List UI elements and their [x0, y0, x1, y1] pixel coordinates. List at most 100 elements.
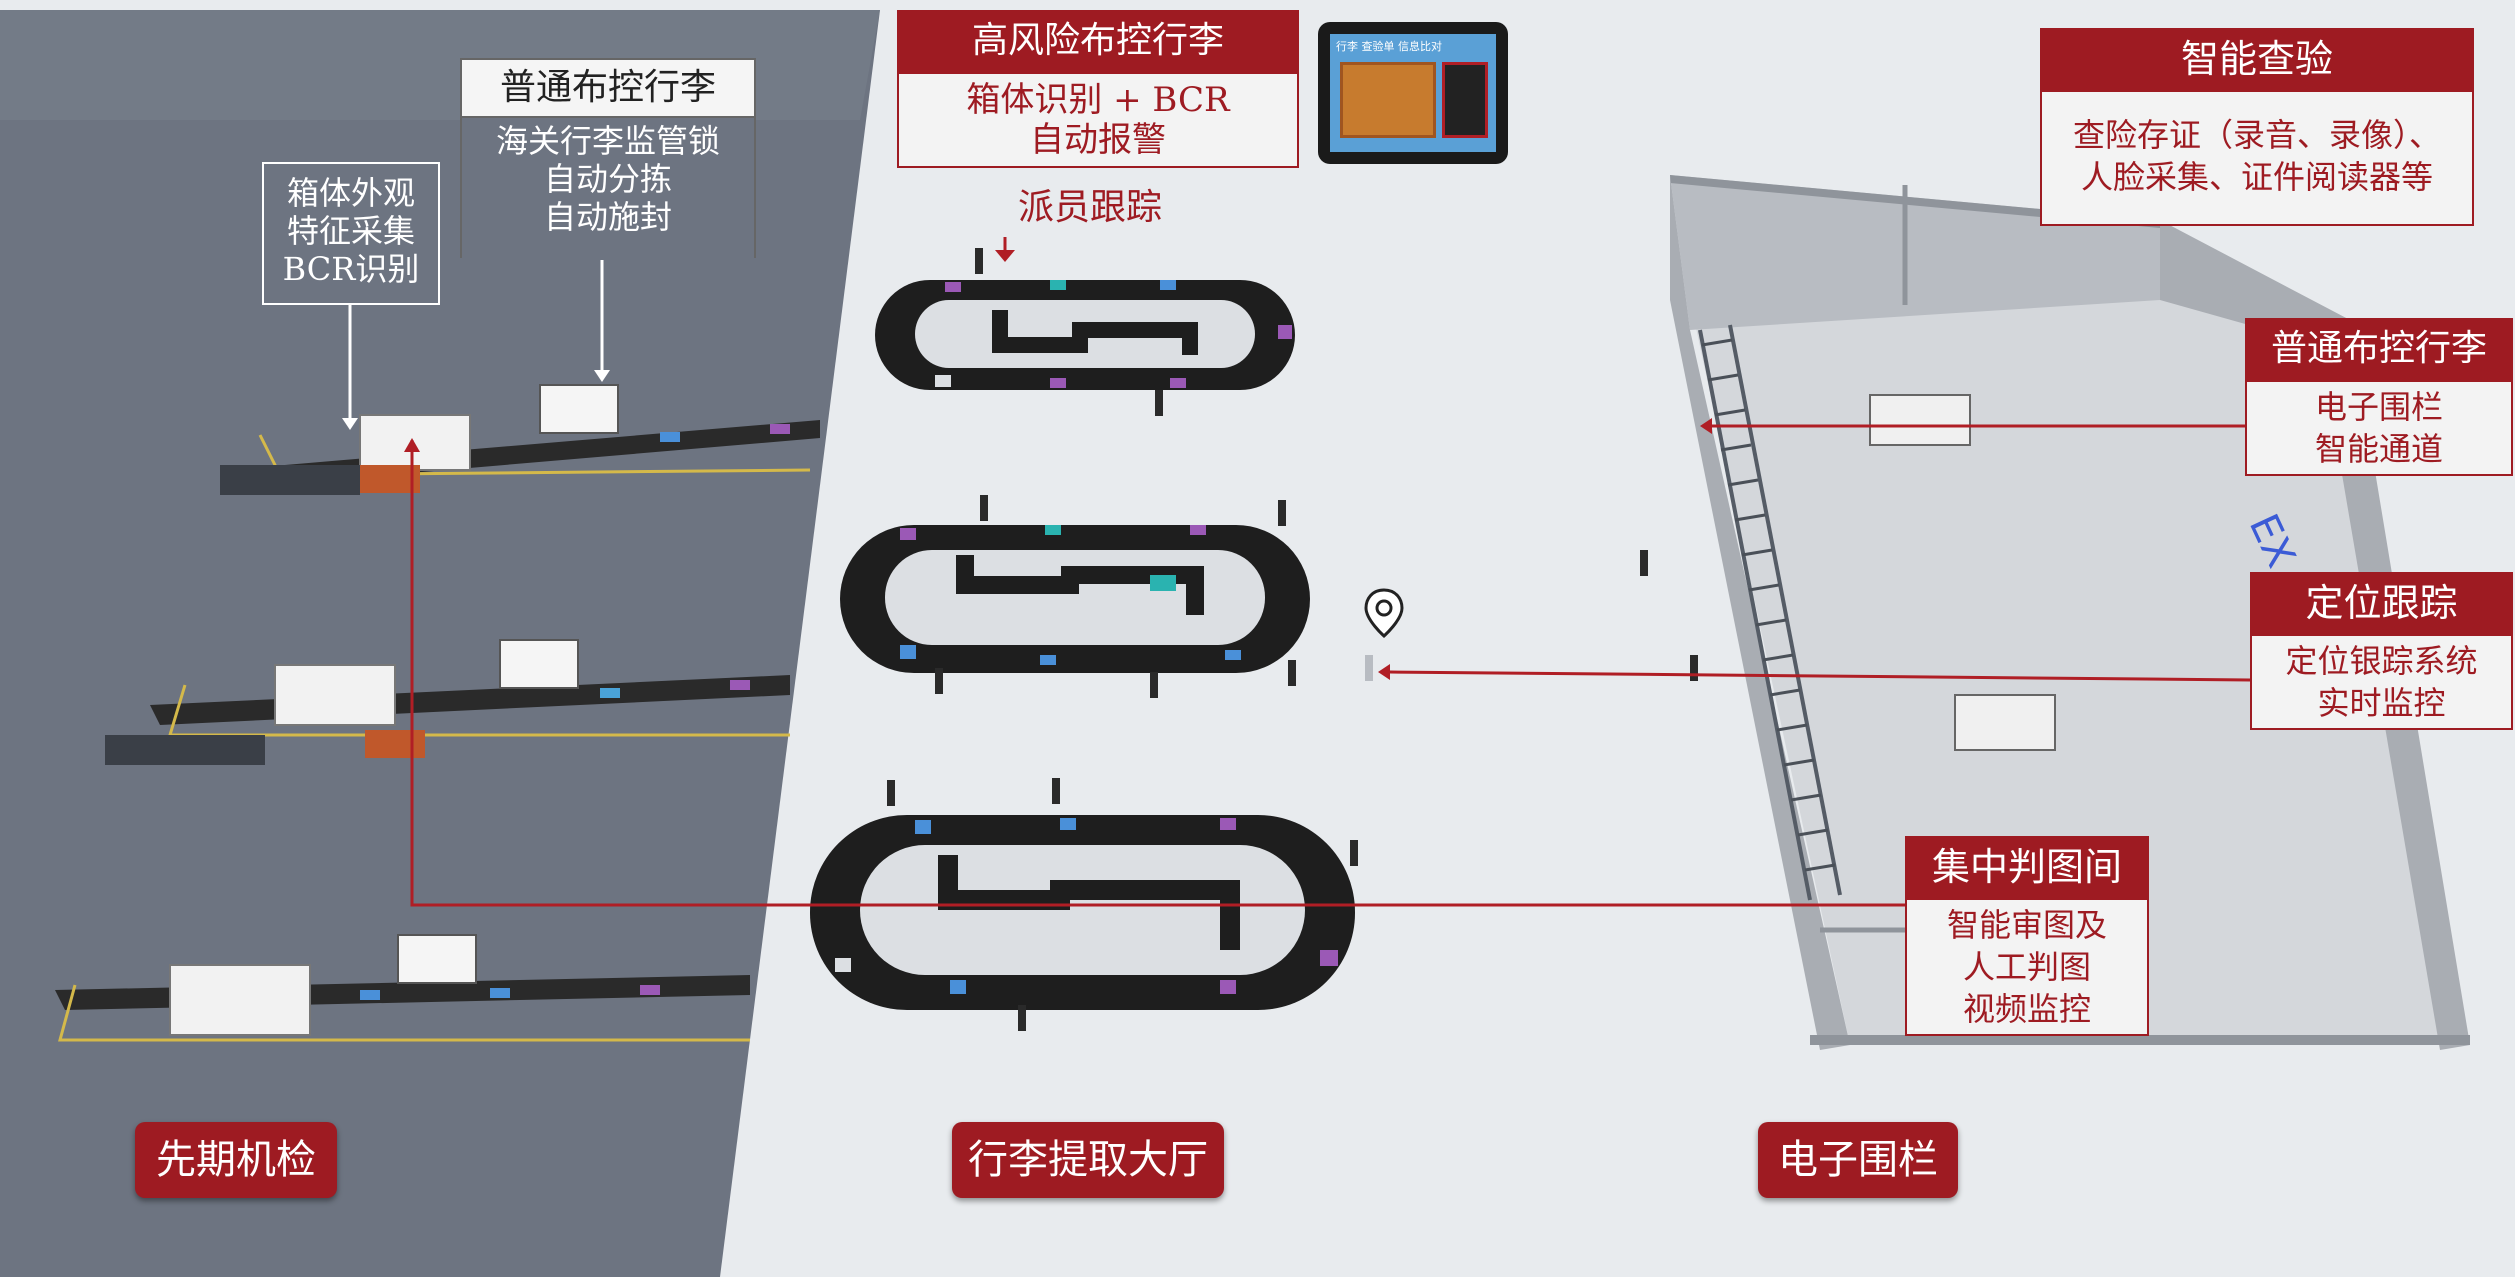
positioning-title: 定位跟踪 — [2250, 572, 2513, 634]
normal-right-detail: 电子围栏 智能通道 — [2245, 380, 2513, 476]
cart — [365, 730, 425, 758]
high-risk-title: 高风险布控行李 — [897, 10, 1299, 72]
dispatch-label: 派员跟踪 — [1018, 187, 1163, 228]
tablet-screen: 行李 查验单 信息比对 — [1330, 34, 1496, 152]
connector-lines — [404, 237, 2251, 907]
bag — [600, 688, 620, 698]
right-wall — [2160, 220, 2470, 1050]
line-positioning — [1389, 670, 2251, 682]
bag — [935, 375, 951, 387]
person — [1018, 1005, 1026, 1031]
conveyor-3-yellow — [58, 984, 750, 1042]
normal-left-box: 普通布控行李 海关行李监管锁 自动分拣 自动施封 — [460, 58, 756, 260]
arrow-normal-right — [1700, 418, 1712, 434]
bag — [1278, 325, 1292, 339]
zone-e-fence: 电子围栏 — [1758, 1122, 1958, 1198]
person — [980, 495, 988, 521]
bag — [835, 958, 851, 972]
smart-inspect-title: 智能查验 — [2040, 28, 2474, 90]
bag — [900, 645, 916, 659]
xray-2 — [274, 664, 396, 726]
arrow-central-review — [404, 438, 420, 452]
bag — [1220, 818, 1236, 830]
zone-pre-check: 先期机检 — [135, 1122, 337, 1198]
normal-left-detail: 海关行李监管锁 自动分拣 自动施封 — [462, 118, 754, 260]
back-wall-top — [1670, 175, 2160, 228]
bag — [915, 820, 931, 834]
tablet-suitcase-image — [1340, 62, 1436, 138]
bag — [1220, 980, 1236, 994]
xray-1 — [359, 414, 471, 471]
smart-inspect-detail: 查险存证（录音、录像）、 人脸采集、证件阅读器等 — [2040, 90, 2474, 226]
bag — [1170, 378, 1186, 388]
xray-5 — [1954, 694, 2056, 751]
cart — [220, 465, 360, 495]
monitor-2 — [499, 639, 579, 689]
bag — [1150, 575, 1176, 591]
xray-machines — [169, 414, 471, 1036]
arrow-positioning — [1378, 664, 1390, 680]
tablet-icon: 行李 查验单 信息比对 — [1318, 22, 1508, 164]
line-central-review — [410, 440, 1905, 907]
bag — [945, 282, 961, 292]
arrow-normal-left — [594, 370, 610, 382]
bag — [1050, 280, 1066, 290]
person — [1288, 660, 1296, 686]
person — [1365, 655, 1373, 681]
bag — [640, 985, 660, 995]
arrow-appearance — [342, 418, 358, 430]
bag — [1320, 950, 1338, 966]
carousel-2-inner — [885, 550, 1265, 645]
xray-3 — [169, 964, 311, 1036]
bag — [660, 432, 680, 442]
person — [1690, 655, 1698, 681]
appearance-box: 箱体外观 特征采集 BCR识别 — [262, 162, 440, 305]
person — [1052, 778, 1060, 804]
zone-baggage-hall: 行李提取大厅 — [952, 1122, 1224, 1198]
monitors — [397, 384, 619, 984]
precheck-floor — [0, 10, 880, 1277]
cart — [360, 465, 420, 493]
tablet-caption: 行李 查验单 信息比对 — [1336, 40, 1442, 53]
bag — [1050, 378, 1066, 388]
bag — [730, 680, 750, 690]
bag — [1045, 525, 1061, 535]
person — [1278, 500, 1286, 526]
carousel-1-track — [992, 310, 1198, 355]
positioning-detail: 定位银踪系统 实时监控 — [2250, 634, 2513, 730]
bag — [1040, 655, 1056, 665]
person — [935, 668, 943, 694]
bag — [770, 424, 790, 434]
fence-xray — [1869, 394, 2056, 751]
carousel-bags — [835, 280, 1338, 994]
person — [1155, 390, 1163, 416]
carts — [105, 465, 425, 765]
bag — [360, 990, 380, 1000]
person — [1350, 840, 1358, 866]
monitor-3 — [397, 934, 477, 984]
central-review-title: 集中判图间 — [1905, 836, 2149, 898]
carousel-3-track — [938, 855, 1240, 950]
carousels — [810, 280, 1355, 1010]
cart — [105, 735, 265, 765]
white-connectors — [342, 258, 610, 430]
person — [887, 780, 895, 806]
central-review-detail: 智能审图及 人工判图 视频监控 — [1905, 898, 2149, 1036]
person — [1640, 550, 1648, 576]
carousel-3-inner — [860, 845, 1305, 975]
bag — [950, 980, 966, 994]
normal-left-title: 普通布控行李 — [462, 60, 754, 118]
bag — [490, 988, 510, 998]
high-risk-detail: 箱体识别 + BCR 自动报警 — [897, 72, 1299, 168]
arrow-high-risk — [995, 250, 1015, 262]
bag — [1160, 280, 1176, 290]
left-bags — [360, 424, 790, 1000]
location-pin-icon — [1364, 588, 1404, 639]
monitor-1 — [539, 384, 619, 434]
xray-4 — [1869, 394, 1971, 446]
normal-right-title: 普通布控行李 — [2245, 318, 2513, 380]
person — [1150, 672, 1158, 698]
bag — [900, 528, 916, 540]
carousel-2-track — [956, 555, 1204, 615]
bag — [1225, 650, 1241, 660]
